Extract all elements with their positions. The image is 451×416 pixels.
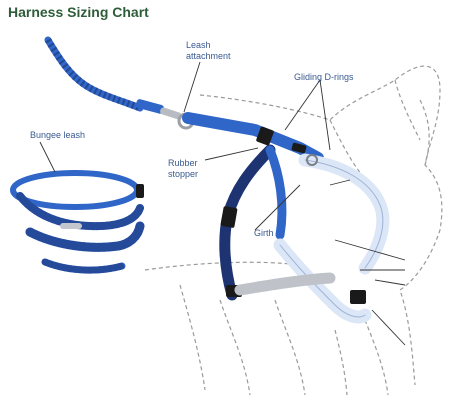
pointer-lines [39, 61, 406, 346]
bungee-leash-coil [10, 170, 145, 274]
label-gliding-d-rings: Gliding D-rings [294, 72, 354, 82]
navy-strap [219, 144, 287, 301]
top-strap [182, 112, 324, 164]
coiled-leash-top [44, 36, 164, 114]
label-rubber-stopper: Rubber stopper [168, 158, 199, 179]
page-title: Harness Sizing Chart [8, 4, 149, 20]
light-blue-strap [234, 153, 390, 324]
label-bungee-leash: Bungee leash [30, 130, 86, 140]
d-rings [291, 142, 318, 166]
label-girth: Girth [254, 228, 274, 238]
label-leash-attachment: Leash attachment [186, 40, 231, 61]
dog-outline [144, 65, 443, 396]
